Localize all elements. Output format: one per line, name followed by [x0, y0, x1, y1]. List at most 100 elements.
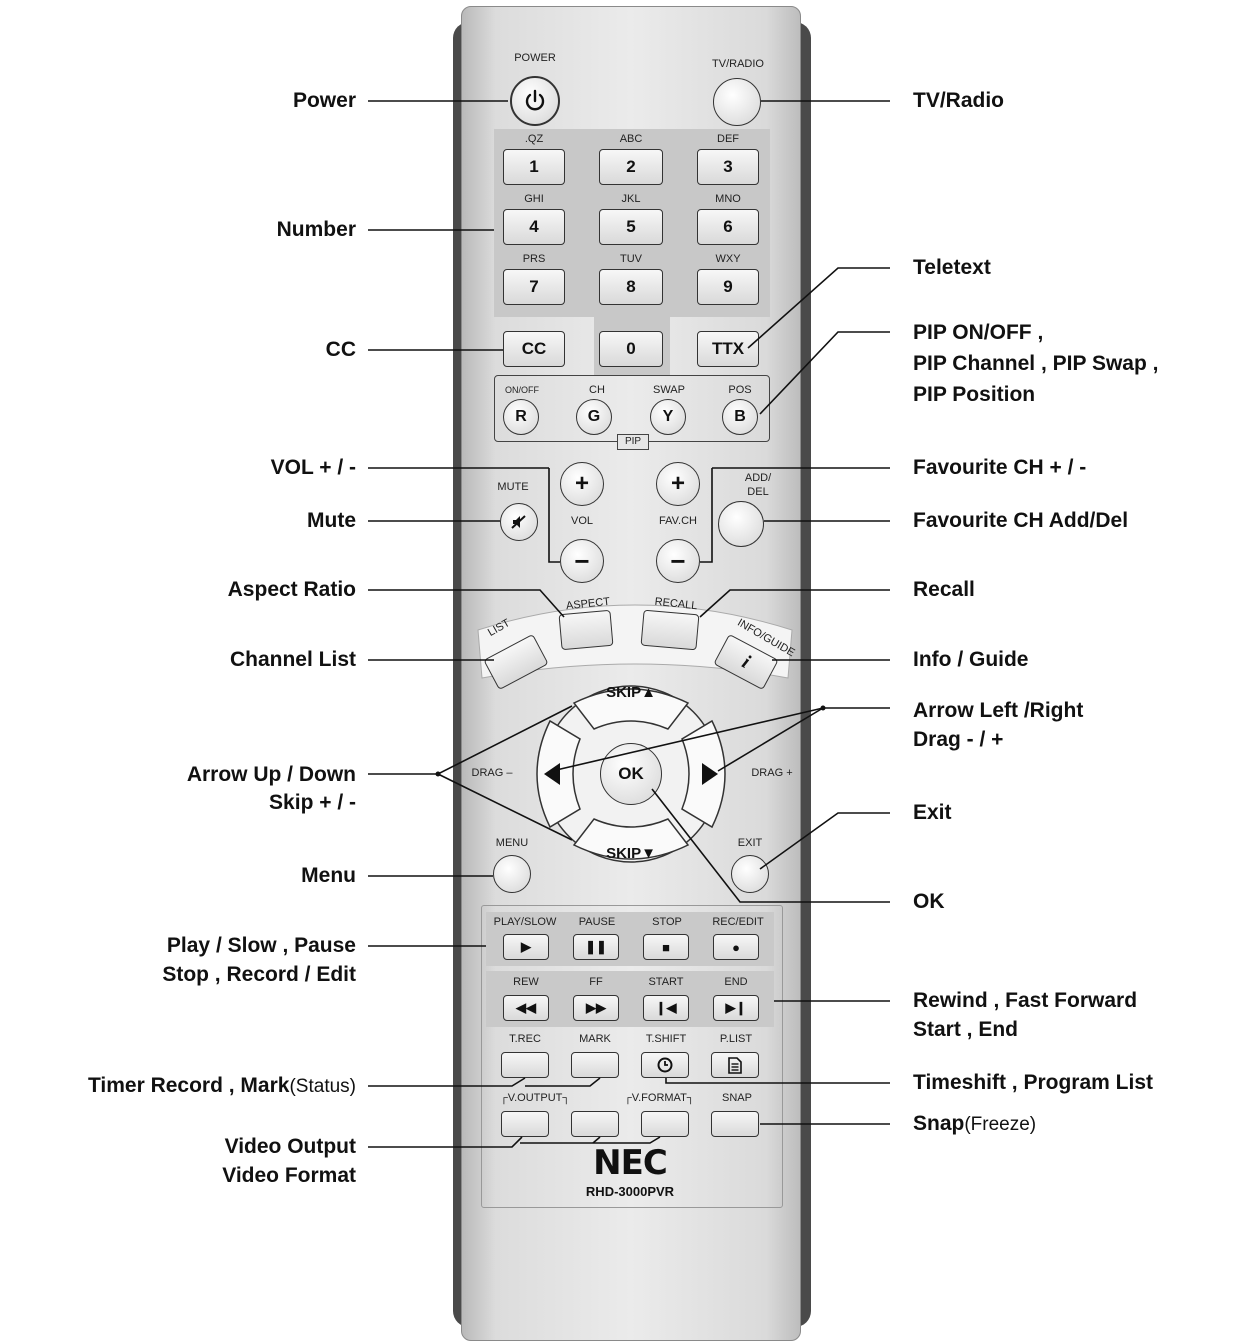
- voutput-button[interactable]: [501, 1111, 549, 1137]
- callout-timer-thin: (Status): [289, 1076, 356, 1097]
- adddel-label: ADD/ DEL: [744, 472, 772, 498]
- mute-icon: [511, 515, 526, 529]
- key-4[interactable]: 4: [503, 209, 565, 245]
- key-6[interactable]: 6: [697, 209, 759, 245]
- callout-exit: Exit: [913, 801, 952, 824]
- stop-button[interactable]: ■: [643, 934, 689, 960]
- play-label: PLAY/SLOW: [493, 916, 557, 928]
- power-button[interactable]: [510, 76, 560, 126]
- pip-r-button[interactable]: R: [503, 399, 539, 435]
- pause-label: PAUSE: [578, 916, 616, 928]
- tshift-label: T.SHIFT: [645, 1033, 687, 1045]
- ff-button[interactable]: ▶▶: [573, 995, 619, 1021]
- skip-up-button[interactable]: SKIP▲: [606, 684, 656, 701]
- key-0[interactable]: 0: [599, 331, 663, 367]
- tshift-button[interactable]: [641, 1052, 689, 1078]
- pip-tag: PIP: [617, 434, 649, 450]
- adddel-button[interactable]: [718, 501, 764, 547]
- start-label: START: [648, 976, 684, 988]
- vformat-label: ┌V.FORMAT┐: [624, 1092, 695, 1104]
- key-6-letters: MNO: [715, 193, 741, 205]
- callout-arrow-lr-1: Arrow Left /Right: [913, 699, 1084, 722]
- callout-video-1: Video Output: [224, 1135, 356, 1158]
- clock-icon: [657, 1057, 673, 1073]
- vformat-button-a[interactable]: [571, 1111, 619, 1137]
- voutput-label: ┌V.OUTPUT┐: [500, 1092, 571, 1104]
- key-3[interactable]: 3: [697, 149, 759, 185]
- ok-button[interactable]: OK: [600, 743, 662, 805]
- snap-label: SNAP: [722, 1092, 752, 1104]
- key-5[interactable]: 5: [599, 209, 663, 245]
- power-label: POWER: [514, 52, 556, 64]
- key-2[interactable]: 2: [599, 149, 663, 185]
- key-8-letters: TUV: [620, 253, 642, 265]
- mark-label: MARK: [579, 1033, 611, 1045]
- pause-button[interactable]: ❚❚: [573, 934, 619, 960]
- vol-down-button[interactable]: −: [560, 539, 604, 583]
- callout-arrow-ud-1: Arrow Up / Down: [186, 763, 356, 786]
- callout-info: Info / Guide: [913, 648, 1029, 671]
- mute-label: MUTE: [497, 481, 529, 493]
- aspect-button[interactable]: [558, 609, 614, 651]
- brand-logo: NEC: [593, 1143, 668, 1183]
- key-3-letters: DEF: [717, 133, 739, 145]
- key-4-letters: GHI: [524, 193, 544, 205]
- end-button[interactable]: ▶❙: [713, 995, 759, 1021]
- cc-button[interactable]: CC: [503, 331, 565, 367]
- callout-recall: Recall: [913, 578, 975, 601]
- key-9[interactable]: 9: [697, 269, 759, 305]
- start-button[interactable]: ❙◀: [643, 995, 689, 1021]
- callout-rewind-1: Rewind , Fast Forward: [913, 989, 1138, 1012]
- recedit-label: REC/EDIT: [712, 916, 764, 928]
- pip-swap-label: SWAP: [653, 384, 685, 396]
- ttx-button[interactable]: TTX: [697, 331, 759, 367]
- tvradio-button[interactable]: [713, 78, 761, 126]
- callout-cc: CC: [325, 338, 356, 361]
- callout-mute: Mute: [307, 509, 356, 532]
- fav-down-button[interactable]: −: [656, 539, 700, 583]
- pip-onoff-label: ON/OFF: [505, 385, 539, 395]
- key-7-letters: PRS: [522, 253, 546, 265]
- callout-tvradio: TV/Radio: [913, 89, 1005, 112]
- callout-snap: Snap(Freeze): [913, 1111, 1036, 1138]
- callout-number: Number: [276, 218, 356, 241]
- pip-y-button[interactable]: Y: [650, 399, 686, 435]
- trec-button[interactable]: [501, 1052, 549, 1078]
- recall-button[interactable]: [640, 609, 700, 651]
- mark-button[interactable]: [571, 1052, 619, 1078]
- callout-timeshift: Timeshift , Program List: [913, 1071, 1153, 1094]
- pip-b-button[interactable]: B: [722, 399, 758, 435]
- exit-button[interactable]: [731, 855, 769, 893]
- favch-label: FAV.CH: [659, 515, 697, 527]
- fav-up-button[interactable]: +: [656, 462, 700, 506]
- mute-button[interactable]: [500, 503, 538, 541]
- pip-g-button[interactable]: G: [576, 399, 612, 435]
- callout-channel-list: Channel List: [229, 648, 356, 671]
- plist-label: P.LIST: [719, 1033, 753, 1045]
- key-7[interactable]: 7: [503, 269, 565, 305]
- exit-label: EXIT: [737, 837, 763, 849]
- callout-pip-3: PIP Position: [913, 383, 1036, 406]
- key-1[interactable]: 1: [503, 149, 565, 185]
- arrow-left-button[interactable]: [537, 752, 567, 797]
- arrow-right-button[interactable]: [695, 752, 725, 797]
- vol-label: VOL: [570, 515, 593, 527]
- vformat-button-b[interactable]: [641, 1111, 689, 1137]
- key-8[interactable]: 8: [599, 269, 663, 305]
- callout-fav: Favourite CH + / -: [913, 456, 1087, 479]
- snap-button[interactable]: [711, 1111, 759, 1137]
- play-button[interactable]: ▶: [503, 934, 549, 960]
- callout-fav-add: Favourite CH Add/Del: [913, 509, 1129, 532]
- plist-button[interactable]: [711, 1052, 759, 1078]
- vol-up-button[interactable]: +: [560, 462, 604, 506]
- rew-button[interactable]: ◀◀: [503, 995, 549, 1021]
- skip-down-button[interactable]: SKIP▼: [606, 845, 656, 862]
- key-5-letters: JKL: [621, 193, 641, 205]
- callout-play-2: Stop , Record / Edit: [162, 963, 356, 986]
- lower-panel-frame: [481, 905, 783, 1208]
- stop-label: STOP: [652, 916, 682, 928]
- menu-button[interactable]: [493, 855, 531, 893]
- rec-button[interactable]: ●: [713, 934, 759, 960]
- callout-aspect: Aspect Ratio: [227, 578, 356, 601]
- callout-snap-bold: Snap: [913, 1112, 965, 1135]
